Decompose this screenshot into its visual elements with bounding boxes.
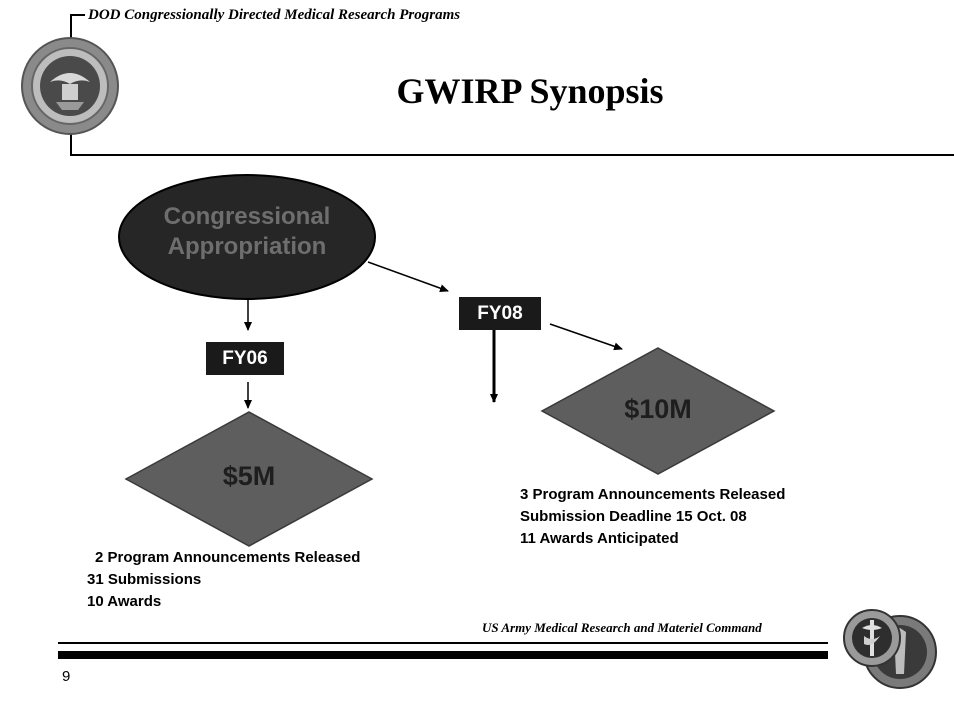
- appropriation-oval: [118, 174, 376, 300]
- fy06-detail-submissions: 31 Submissions: [87, 571, 202, 588]
- dod-seal-icon: [21, 37, 119, 135]
- header-bottom-rule: [70, 154, 954, 156]
- fy08-detail-deadline: Submission Deadline 15 Oct. 08: [520, 508, 747, 525]
- fy08-diamond: [540, 347, 776, 475]
- fy08-amount: $10M: [624, 394, 692, 424]
- appropriation-label: Congressional Appropriation: [140, 202, 354, 262]
- appropriation-line1: Congressional: [163, 203, 331, 230]
- header-subtitle: DOD Congressionally Directed Medical Res…: [88, 7, 461, 23]
- page-number: 9: [62, 668, 71, 685]
- fy06-label: FY06: [206, 342, 284, 375]
- arrow-root-to-fy08: [367, 261, 449, 293]
- appropriation-line2: Appropriation: [167, 233, 327, 260]
- footer-thin-rule: [58, 642, 828, 644]
- fy06-detail-awards: 10 Awards: [87, 593, 162, 610]
- page-title: GWIRP Synopsis: [396, 71, 664, 111]
- fy08-detail-announcements: 3 Program Announcements Released: [520, 486, 786, 503]
- arrow-fy08-to-10m: [549, 323, 623, 351]
- usamrmc-emblem-icon: [843, 609, 937, 689]
- fy08-details: 3 Program Announcements Released Submiss…: [520, 484, 785, 550]
- fy06-diamond: [124, 411, 374, 547]
- fy06-detail-announcements: 2 Program Announcements Released: [95, 549, 361, 566]
- fy06-amount: $5M: [222, 461, 276, 491]
- footer-thick-rule: [58, 651, 828, 659]
- fy08-detail-awards: 11 Awards Anticipated: [520, 530, 679, 547]
- footer-command: US Army Medical Research and Materiel Co…: [482, 620, 762, 635]
- fy06-details: 2 Program Announcements Released 31 Subm…: [87, 547, 360, 613]
- fy08-label: FY08: [459, 297, 541, 330]
- header-top-rule: [70, 14, 85, 16]
